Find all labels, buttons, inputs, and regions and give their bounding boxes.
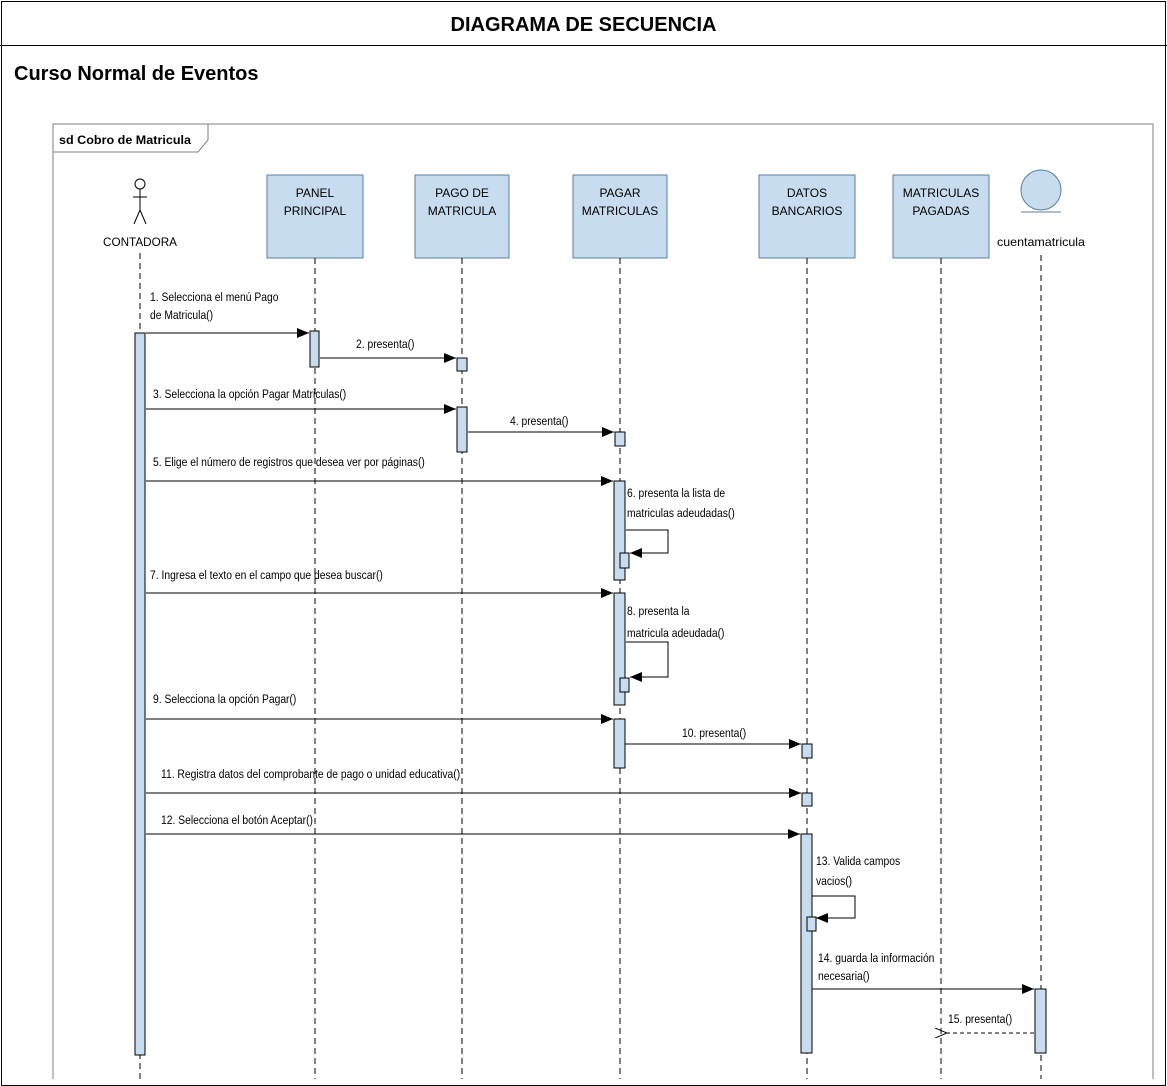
- message-4: 4. presenta(): [468, 415, 614, 437]
- actor-leg-left: [133, 209, 141, 225]
- activation-bars: [134, 330, 1047, 1056]
- message-11: 11. Registra datos del comprobante de pa…: [146, 768, 801, 798]
- message-label: 4. presenta(): [510, 415, 569, 428]
- message-10: 10. presenta(): [625, 727, 801, 749]
- message-14: 14. guarda la información necesaria(): [812, 952, 1034, 994]
- lifeline-label-pagar: MATRICULAS: [582, 204, 658, 218]
- lifeline-label-datos: BANCARIOS: [772, 204, 843, 218]
- message-12: 12. Selecciona el botón Aceptar(): [146, 814, 800, 839]
- message-5: 5. Elige el número de registros que dese…: [146, 456, 613, 486]
- lifeline-box-pago: PAGO DE MATRICULA: [414, 174, 510, 259]
- message-3: 3. Selecciona la opción Pagar Matriculas…: [146, 388, 456, 414]
- message-arrow: [626, 641, 669, 682]
- lifeline-label-panel: PRINCIPAL: [284, 204, 347, 218]
- activation-pago: [456, 357, 468, 372]
- activation-pagar: [614, 431, 626, 447]
- message-1: 1. Selecciona el menú Pago de Matricula(): [146, 291, 309, 338]
- message-arrow: [626, 529, 669, 558]
- lifeline-label-cuenta: cuentamatricula: [997, 235, 1085, 249]
- message-label: 2. presenta(): [356, 338, 415, 351]
- entity-circle: [1020, 169, 1062, 211]
- activation-pagar: [613, 480, 626, 581]
- entity-cuenta: cuentamatricula: [997, 169, 1085, 249]
- message-label: 8. presenta la: [627, 605, 690, 618]
- lifeline-box-datos: DATOS BANCARIOS: [758, 174, 856, 259]
- lifeline-box-rect: [414, 174, 510, 259]
- activation-panel: [309, 330, 320, 368]
- document-title: DIAGRAMA DE SECUENCIA: [450, 14, 717, 36]
- message-label: 10. presenta(): [682, 727, 746, 740]
- message-label: 11. Registra datos del comprobante de pa…: [161, 768, 460, 781]
- message-label: 3. Selecciona la opción Pagar Matriculas…: [153, 388, 346, 401]
- activation-contadora: [134, 332, 146, 1056]
- message-label: 7. Ingresa el texto en el campo que dese…: [150, 569, 383, 582]
- lifeline-label-contadora: CONTADORA: [103, 235, 177, 249]
- lifeline-label-pagar: PAGAR: [599, 186, 640, 200]
- section-heading: Curso Normal de Eventos: [14, 63, 259, 85]
- activation-datos: [800, 833, 813, 1054]
- message-label: 1. Selecciona el menú Pago: [150, 291, 278, 304]
- activation-pagar: [619, 677, 630, 693]
- lifeline-box-rect: [758, 174, 856, 259]
- lifeline-box-rect: [266, 174, 364, 259]
- activation-datos: [806, 916, 817, 932]
- message-7: 7. Ingresa el texto en el campo que dese…: [146, 569, 613, 598]
- message-9: 9. Selecciona la opción Pagar(): [146, 693, 613, 724]
- activation-datos: [801, 743, 813, 759]
- lifeline-box-pagar: PAGAR MATRICULAS: [572, 174, 668, 259]
- lifeline-label-pagadas: MATRICULAS: [903, 186, 979, 200]
- activation-pagar: [619, 552, 630, 569]
- lifeline-label-panel: PANEL: [296, 186, 335, 200]
- lifeline-box-panel: PANEL PRINCIPAL: [266, 174, 364, 259]
- activation-pagar: [613, 718, 626, 769]
- message-13: 13. Valida campos vacios(): [812, 855, 900, 923]
- message-label: 5. Elige el número de registros que dese…: [153, 456, 425, 469]
- lifeline-label-datos: DATOS: [787, 186, 827, 200]
- message-label: matriculas adeudadas(): [627, 507, 735, 520]
- actor-contadora: CONTADORA: [103, 178, 177, 249]
- actor-head: [134, 178, 146, 190]
- lifeline-box-rect: [892, 174, 990, 259]
- actor-leg-right: [139, 209, 147, 225]
- message-label: 12. Selecciona el botón Aceptar(): [161, 814, 313, 827]
- frame-label-tab: [53, 124, 209, 153]
- message-label: de Matricula(): [150, 309, 213, 322]
- message-label: vacios(): [816, 875, 852, 888]
- messages: 1. Selecciona el menú Pago de Matricula()…: [146, 291, 1034, 1033]
- message-8: 8. presenta la matricula adeudada(): [626, 605, 725, 682]
- frame-label: sd Cobro de Matricula: [59, 133, 191, 147]
- lifeline-label-pago: MATRICULA: [428, 204, 496, 218]
- message-label: 9. Selecciona la opción Pagar(): [153, 693, 297, 706]
- message-label: 14. guarda la información: [818, 952, 934, 965]
- message-arrow: [812, 895, 856, 923]
- message-label: matricula adeudada(): [627, 627, 725, 640]
- activation-pagar: [613, 592, 626, 706]
- activation-pago: [456, 406, 468, 453]
- message-15: 15. presenta(): [947, 1013, 1034, 1033]
- title-separator: [0, 45, 1167, 46]
- diagram-frame: [52, 123, 1154, 1079]
- activation-datos: [801, 792, 813, 807]
- lifeline-box-rect: [572, 174, 668, 259]
- message-label: necesaria(): [818, 970, 870, 983]
- message-label: 13. Valida campos: [816, 855, 900, 868]
- message-label: 6. presenta la lista de: [627, 487, 725, 500]
- lifeline-label-pagadas: PAGADAS: [912, 204, 969, 218]
- activation-cuenta: [1034, 988, 1047, 1054]
- message-2: 2. presenta(): [320, 338, 456, 363]
- message-label: 15. presenta(): [948, 1013, 1012, 1026]
- lifeline-label-pago: PAGO DE: [435, 186, 489, 200]
- message-6: 6. presenta la lista de matriculas adeuda…: [626, 487, 735, 558]
- lifeline-box-pagadas: MATRICULAS PAGADAS: [892, 174, 990, 259]
